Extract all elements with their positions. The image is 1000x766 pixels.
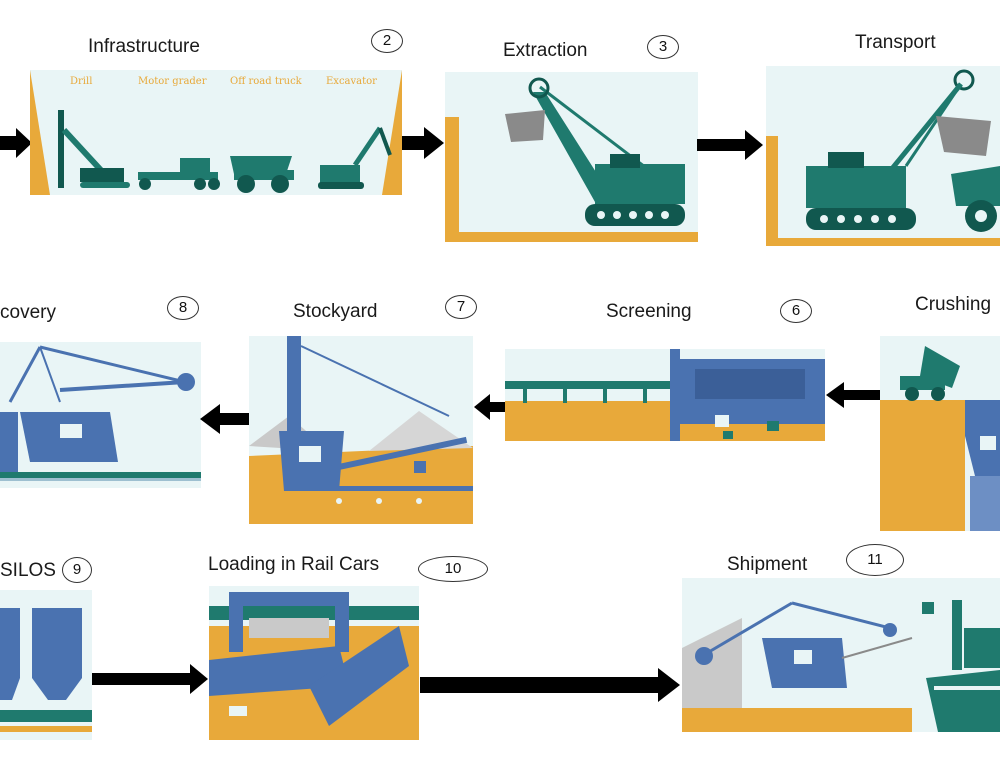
shipment-panel: [682, 578, 1000, 732]
screening-panel: [505, 349, 825, 441]
drill-rig-icon: [58, 110, 130, 188]
silos-title: SILOS: [0, 560, 56, 581]
transport-title: Transport: [855, 32, 936, 53]
extraction-title: Extraction: [503, 40, 588, 61]
loading-number-badge: 10: [418, 556, 488, 582]
dump-truck-icon: [900, 346, 960, 401]
excavator-icon: [318, 126, 392, 189]
shovel-excavator-icon: [505, 77, 685, 226]
flow-arrow-loading-to-shipment: [420, 668, 680, 702]
extraction-number-badge: 3: [647, 35, 679, 59]
flow-arrow-extraction-to-transport: [697, 130, 763, 160]
crusher-icon: [965, 400, 1000, 531]
label-off-road-truck: Off road truck: [230, 76, 303, 87]
screening-plant-icon: [670, 349, 825, 441]
extraction-panel: [445, 72, 698, 242]
flow-arrow-screening-to-stockyard: [474, 394, 508, 420]
label-excavator: Excavator: [326, 76, 377, 87]
conveyor-icon: [0, 472, 201, 481]
crushing-panel: [880, 336, 1000, 531]
stockyard-number-badge: 7: [445, 295, 477, 319]
transport-panel: [766, 66, 1000, 246]
reclaimer-icon: [0, 345, 195, 472]
ship-loader-icon: [695, 601, 913, 688]
shipment-title: Shipment: [727, 554, 808, 575]
crushing-title: Crushing: [915, 294, 992, 315]
recovery-panel: [0, 342, 201, 488]
silos-panel: [0, 590, 92, 740]
plus-marker-icon: [922, 602, 934, 614]
motor-grader-icon: [138, 158, 220, 190]
flow-arrow-silos-to-loading: [92, 664, 208, 694]
infrastructure-title: Infrastructure: [88, 36, 200, 57]
label-motor-grader: Motor grader: [138, 76, 207, 87]
loading-panel: [209, 586, 419, 740]
infrastructure-number-badge: 2: [371, 29, 403, 53]
silo-icon: [0, 608, 82, 700]
flow-arrow-stockyard-to-recovery: [200, 404, 250, 434]
flow-arrow-infrastructure-to-extraction: [402, 127, 444, 159]
off-road-truck-icon: [230, 156, 294, 193]
label-drill: Drill: [70, 76, 92, 87]
rail-loading-station-icon: [209, 592, 409, 726]
stockyard-panel: [249, 336, 473, 524]
conveyor-bridge-icon: [505, 381, 670, 403]
recovery-number-badge: 8: [167, 296, 199, 320]
haul-truck-icon: [951, 166, 1000, 232]
screening-title: Screening: [606, 301, 692, 322]
shovel-excavator-icon: [806, 69, 991, 230]
loading-title: Loading in Rail Cars: [208, 554, 380, 575]
flow-arrow-into-infrastructure: [0, 128, 32, 158]
stacker-icon: [279, 336, 468, 491]
plus-marker-icon: [414, 461, 426, 473]
infrastructure-panel: Drill Motor grader Off road truck Excava…: [30, 70, 402, 195]
silos-number-badge: 9: [62, 557, 92, 583]
recovery-title: covery: [0, 302, 56, 323]
flow-arrow-crushing-to-screening: [826, 382, 882, 408]
screening-number-badge: 6: [780, 299, 812, 323]
shipment-number-badge: 11: [846, 544, 904, 576]
stockyard-title: Stockyard: [293, 301, 378, 322]
cargo-ship-icon: [926, 600, 1000, 732]
